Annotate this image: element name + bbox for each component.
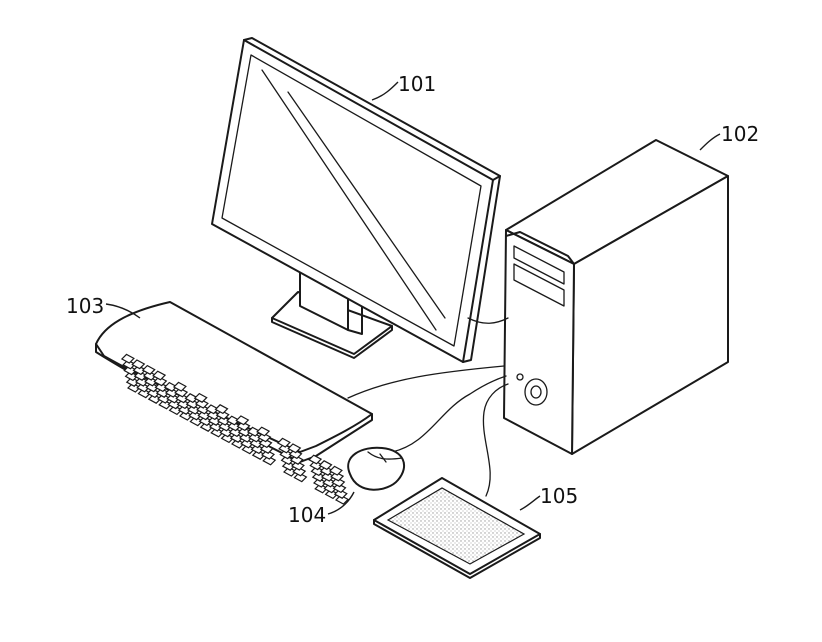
computer-case [503,139,729,455]
keyboard-key [276,437,291,448]
keyboard-cable [347,365,505,399]
label-101: 101 [398,72,436,96]
keyboard-key [328,465,343,476]
label-105: 105 [540,484,578,508]
leader-104 [327,491,355,515]
keyboard-key [172,381,187,392]
keyboard-key [193,392,208,403]
monitor-screen [221,54,482,347]
pad [373,477,541,579]
leader-105 [519,495,541,511]
keyboard-key [120,353,135,364]
label-104: 104 [288,503,326,527]
keyboard-key [235,415,250,426]
monitor-cable [467,317,509,324]
label-103: 103 [66,294,104,318]
label-102: 102 [721,122,759,146]
mouse [347,446,406,491]
mouse-body [347,446,406,491]
leader-103 [105,303,141,319]
drive-bay-1 [513,245,565,285]
keyboard-key [287,443,302,454]
pad-cable [482,383,509,497]
keyboard-key [318,460,333,471]
cables [347,317,509,497]
power-led [516,373,524,381]
monitor [211,37,501,363]
keyboard-key [308,454,323,465]
mouse-cable [391,375,507,453]
pad-surface [386,487,526,565]
keyboard-key [152,370,167,381]
leader-101 [371,81,399,101]
keyboard-key [141,364,156,375]
drive-bay-2 [513,263,565,307]
keyboard-keys [120,353,349,505]
keyboard-key [256,426,271,437]
keyboard-key [214,404,229,415]
keyboard-key [131,359,146,370]
power-button [524,378,548,406]
keyboard [95,301,373,505]
leader-102 [699,133,721,151]
